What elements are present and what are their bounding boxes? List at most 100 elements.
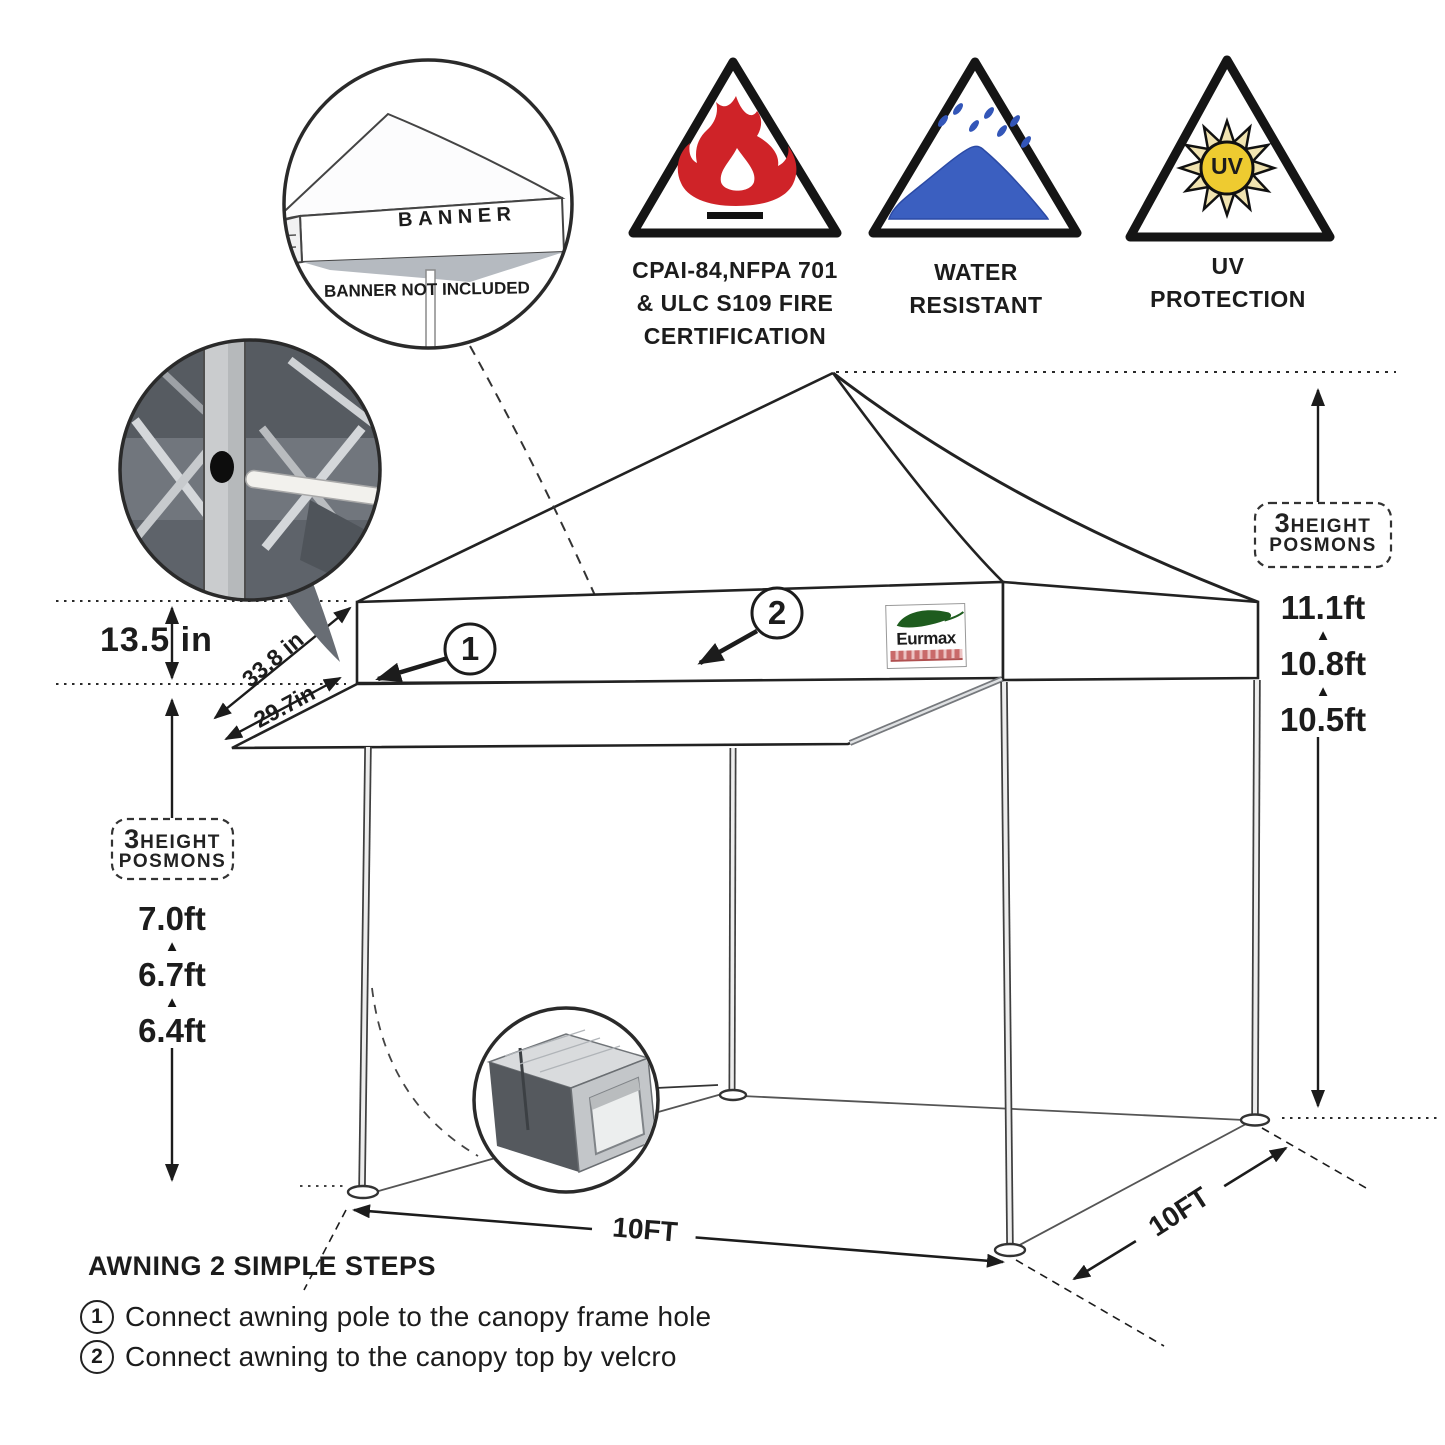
step-row-1: 1 Connect awning pole to the canopy fram…	[80, 1300, 711, 1334]
eave-positions-box-outline	[110, 817, 235, 881]
peak-positions-box-outline	[1253, 501, 1393, 569]
step-1-text: Connect awning pole to the canopy frame …	[125, 1301, 712, 1332]
callout-arrows	[375, 586, 804, 682]
leg-feet	[346, 1088, 1271, 1258]
front-left-foot	[346, 1184, 380, 1200]
callout-2-number: 2	[767, 594, 787, 631]
up-triangle-icon: ▲	[164, 938, 180, 955]
eave-height-1: 7.0ft	[138, 900, 206, 937]
legs	[346, 679, 1271, 1258]
callout-1-arrow	[375, 655, 449, 682]
front-width-arrow-right	[689, 1235, 1005, 1268]
eave-positions-box: 3HEIGHT POSMONS	[112, 824, 233, 873]
callout-2-circle	[750, 586, 804, 640]
eave-positions-count: 3	[124, 824, 141, 854]
callout-1-circle	[443, 622, 497, 676]
roof-right-edge	[832, 371, 1259, 604]
eave-positions-word2: POSMONS	[118, 851, 227, 872]
peak-positions-word1: HEIGHT	[1290, 516, 1372, 537]
front-left-leg	[358, 746, 372, 1189]
awning-pole-dashed-curve	[371, 987, 479, 1157]
eurmax-brand-text: Eurmax	[896, 628, 956, 649]
fire-certification-text: CPAI-84,NFPA 701 & ULC S109 FIRE CERTIFI…	[605, 254, 865, 353]
peak-positions-box: 3HEIGHT POSMONS	[1255, 508, 1391, 557]
step-2-text: Connect awning to the canopy top by velc…	[125, 1341, 677, 1372]
front-center-leg	[1000, 681, 1014, 1248]
valance-right-face	[1001, 580, 1260, 682]
step-2-number: 2	[80, 1340, 114, 1374]
sun-core-glyph	[1199, 140, 1255, 196]
front-left-extension-dash	[303, 1209, 347, 1291]
eave-height-2: 6.7ft	[138, 956, 206, 993]
up-triangle-icon: ▲	[164, 994, 180, 1011]
banner-inset-content	[284, 112, 566, 348]
uv-icon	[1125, 55, 1335, 242]
sun-uv-label: UV	[1211, 153, 1243, 179]
eurmax-logo: Eurmax	[885, 602, 967, 670]
roof-left-edge	[356, 371, 834, 604]
peak-positions-count: 3	[1274, 508, 1291, 538]
back-left-leg	[728, 747, 737, 1093]
awning-panel	[231, 676, 1004, 750]
peak-height-3: 10.5ft	[1279, 701, 1367, 738]
water-icon	[868, 57, 1082, 238]
frame-hole-photo-inset	[118, 338, 382, 662]
logo-red-strip	[890, 649, 963, 662]
right-rear-extension-dash	[1261, 1127, 1367, 1189]
uv-line2: PROTECTION	[1150, 286, 1306, 312]
water-resistant-text: WATER RESISTANT	[876, 256, 1076, 322]
step-row-2: 2 Connect awning to the canopy top by ve…	[80, 1340, 677, 1374]
peak-positions-word2: POSMONS	[1269, 535, 1377, 556]
front-width-arrow-left	[352, 1204, 593, 1231]
uv-protection-text: UV PROTECTION	[1128, 250, 1328, 316]
eave-heights-column: 7.0ft ▲ 6.7ft ▲ 6.4ft	[102, 901, 242, 1049]
fire-cert-line2: & ULC S109 FIRE	[636, 290, 834, 316]
front-center-foot	[993, 1242, 1027, 1258]
leaf-icon	[896, 610, 965, 628]
step-1-number: 1	[80, 1300, 114, 1334]
banner-inset	[282, 58, 574, 350]
fire-cert-line1: CPAI-84,NFPA 701	[632, 257, 838, 283]
roof-center-edge	[831, 372, 1004, 583]
callout-2-arrow	[697, 629, 759, 665]
peak-height-2: 10.8ft	[1279, 645, 1367, 682]
peak-heights-column: 11.1ft ▲ 10.8ft ▲ 10.5ft	[1250, 590, 1396, 738]
up-triangle-icon: ▲	[1315, 683, 1331, 700]
awning-strut-highlight	[849, 677, 1003, 745]
eave-positions-word1: HEIGHT	[140, 832, 221, 853]
fire-cert-line3: CERTIFICATION	[643, 323, 827, 349]
photo-inset-outline	[118, 338, 382, 602]
banner-not-included-note: BANNER NOT INCLUDED	[323, 278, 531, 301]
right-rear-leg	[1251, 679, 1261, 1118]
front-center-extension-dash	[1015, 1259, 1165, 1347]
back-left-foot	[718, 1088, 748, 1102]
eave-height-3: 6.4ft	[138, 1012, 206, 1049]
side-depth-arrow-upper	[1217, 1146, 1288, 1192]
valance-height-label: 13.5 in	[100, 621, 213, 659]
awning-width-arrow	[224, 676, 342, 741]
callout-1-number: 1	[460, 630, 480, 667]
peak-height-1: 11.1ft	[1280, 589, 1366, 626]
canopy-tent	[231, 345, 1271, 1258]
water-line1: WATER	[934, 259, 1018, 285]
banner-inset-outline	[282, 58, 574, 350]
ground-edge-right	[1013, 1123, 1247, 1249]
water-mound-glyph	[887, 145, 1050, 220]
steps-title: AWNING 2 SIMPLE STEPS	[88, 1251, 437, 1281]
roof-fill	[357, 373, 1258, 602]
tube-inset-leader	[655, 1084, 719, 1089]
rain-drops	[938, 103, 1031, 148]
uv-line1: UV	[1211, 253, 1245, 279]
ground-edge-back	[741, 1095, 1245, 1121]
up-triangle-icon: ▲	[1315, 627, 1331, 644]
fire-icon	[628, 57, 842, 238]
water-line2: RESISTANT	[909, 292, 1043, 318]
tube-inset-outline	[472, 1006, 660, 1194]
side-depth-arrow-lower	[1072, 1239, 1137, 1281]
right-rear-foot	[1239, 1113, 1271, 1127]
tube-photo-content	[486, 1029, 656, 1174]
dimension-lines	[165, 388, 1367, 1347]
banner-inset-leader-dashed	[469, 345, 598, 601]
